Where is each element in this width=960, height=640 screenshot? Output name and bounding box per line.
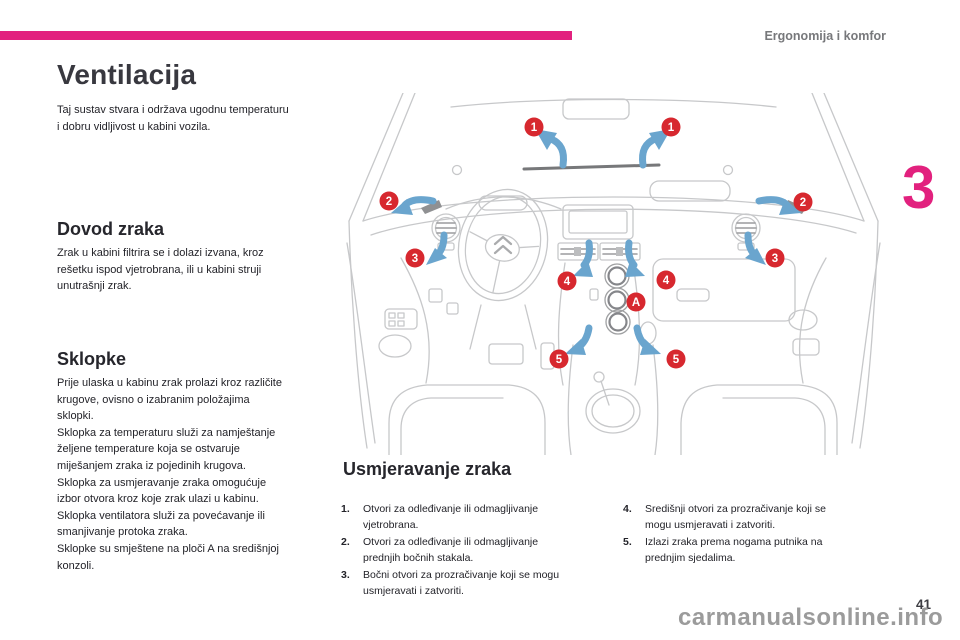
svg-text:5: 5 — [556, 354, 563, 366]
list-item-text: Bočni otvori za prozračivanje koji se mo… — [363, 569, 560, 597]
callout-badge: 2 — [793, 192, 813, 212]
list-item-number: 2. — [341, 536, 350, 548]
svg-text:3: 3 — [412, 253, 418, 265]
list-item-text: Otvori za odleđivanje ili odmagljivanje … — [363, 503, 539, 531]
list-item: 4. Središnji otvori za prozračivanje koj… — [623, 501, 915, 533]
svg-text:2: 2 — [386, 196, 392, 208]
callout-badge: A — [626, 292, 646, 312]
chapter-number: 3 — [902, 154, 936, 221]
list-item-text: Središnji otvori za prozračivanje koji s… — [645, 503, 826, 531]
accent-bar — [0, 31, 572, 40]
watermark-text: carmanualsonline.info — [678, 604, 944, 631]
callout-list-left: 1. Otvori za odleđivanje ili odmagljivan… — [341, 501, 633, 600]
section-heading-switches: Sklopke — [57, 349, 127, 369]
page-title: Ventilacija — [57, 59, 197, 90]
callout-badge: 2 — [379, 191, 399, 211]
list-item: 1. Otvori za odleđivanje ili odmagljivan… — [341, 501, 633, 533]
list-item-text: Otvori za odleđivanje ili odmagljivanje … — [363, 536, 539, 564]
list-item-number: 1. — [341, 503, 350, 515]
airflow-arrows — [391, 129, 801, 355]
list-item-number: 5. — [623, 536, 632, 548]
svg-text:3: 3 — [772, 253, 778, 265]
section-heading-air-supply: Dovod zraka — [57, 219, 165, 239]
callout-badge: 5 — [666, 349, 686, 369]
list-item-text: Izlazi zraka prema nogama putnika na pre… — [645, 536, 823, 564]
air-direction-heading: Usmjeravanje zraka — [343, 459, 512, 479]
list-item-number: 3. — [341, 569, 350, 581]
svg-text:4: 4 — [663, 275, 670, 287]
list-item: 2. Otvori za odleđivanje ili odmagljivan… — [341, 534, 633, 566]
list-item-number: 4. — [623, 503, 632, 515]
svg-text:1: 1 — [668, 122, 675, 134]
svg-text:5: 5 — [673, 354, 680, 366]
dashboard-airflow-diagram: 1 1 2 2 3 3 4 4 A 5 5 — [346, 93, 881, 455]
svg-text:2: 2 — [800, 197, 806, 209]
list-item: 3. Bočni otvori za prozračivanje koji se… — [341, 567, 633, 599]
callout-badge: 4 — [656, 270, 676, 290]
callout-badge: 3 — [405, 248, 425, 268]
svg-text:1: 1 — [531, 122, 538, 134]
svg-text:4: 4 — [564, 276, 571, 288]
svg-text:A: A — [632, 297, 640, 309]
list-item: 5. Izlazi zraka prema nogama putnika na … — [623, 534, 915, 566]
callout-list-right: 4. Središnji otvori za prozračivanje koj… — [623, 501, 915, 567]
section-header-label: Ergonomija i komfor — [764, 29, 886, 43]
callout-badge: 3 — [765, 248, 785, 268]
callout-badge: 4 — [557, 271, 577, 291]
callout-badge: 1 — [524, 117, 544, 137]
page-number: 41 — [916, 597, 932, 612]
car-illustration — [346, 93, 881, 455]
callout-badge: 1 — [661, 117, 681, 137]
section-body-switches: Prije ulaska u kabinu zrak prolazi kroz … — [57, 377, 282, 572]
section-body-air-supply: Zrak u kabini filtrira se i dolazi izvan… — [57, 247, 264, 293]
callout-badges: 1 1 2 2 3 3 4 4 A 5 5 — [379, 117, 813, 369]
intro-text: Taj sustav stvara i održava ugodnu tempe… — [57, 104, 289, 133]
callout-badge: 5 — [549, 349, 569, 369]
